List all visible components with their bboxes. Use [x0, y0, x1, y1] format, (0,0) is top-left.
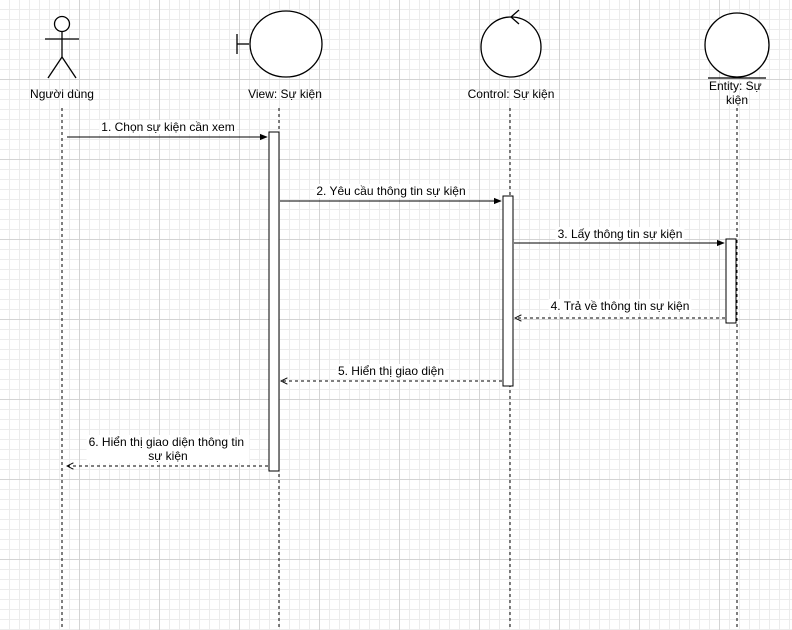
entity-icon — [704, 12, 770, 79]
message-label-1: 1. Chọn sự kiện cần xem — [101, 120, 234, 134]
message-label-5: 5. Hiển thị giao diện — [338, 364, 444, 378]
activation-bar-entity — [725, 238, 737, 324]
message-label-background — [555, 227, 685, 241]
message-label-background — [86, 435, 250, 463]
message-label-background — [99, 120, 237, 134]
message-label-6: 6. Hiển thị giao diện thông tin sự kiện — [89, 435, 248, 463]
participant-label-view: View: Sự kiện — [248, 87, 322, 101]
participant-label-control: Control: Sự kiện — [468, 87, 555, 101]
activation-bar-control — [502, 195, 514, 387]
activation-bar-view — [268, 131, 280, 472]
message-label-3: 3. Lấy thông tin sự kiện — [558, 227, 683, 241]
message-label-background — [335, 364, 447, 378]
message-label-background — [314, 184, 468, 198]
boundary-icon — [236, 10, 323, 78]
participant-label-user: Người dùng — [30, 87, 94, 101]
actor-icon — [45, 15, 79, 79]
control-icon — [480, 9, 542, 78]
message-label-background — [548, 299, 692, 313]
message-label-4: 4. Trả về thông tin sự kiện — [551, 299, 690, 313]
participant-label-entity: Entity: Sự kiện — [709, 79, 765, 107]
message-label-2: 2. Yêu cầu thông tin sự kiện — [316, 184, 465, 198]
